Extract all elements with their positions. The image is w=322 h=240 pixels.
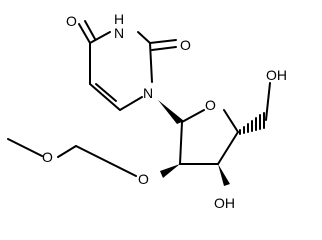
bond-c4-n3 bbox=[89, 31, 111, 44]
atom-o-carbonyl-2: O bbox=[180, 37, 191, 53]
atom-o-ether: O bbox=[138, 171, 149, 187]
bond-c6-c5 bbox=[89, 83, 121, 111]
atom-o-carbonyl-4: O bbox=[66, 13, 77, 29]
bond-c2-o2 bbox=[149, 39, 177, 44]
bond-o4prime-c4prime bbox=[223, 109, 239, 133]
bond-ch2-o bbox=[57, 145, 77, 158]
bond-n3-c2 bbox=[137, 31, 151, 44]
bond-n1-c1prime-wedge bbox=[158, 100, 184, 124]
bond-c4-o4-double bbox=[84, 20, 96, 40]
bond-o-ch2 bbox=[109, 162, 137, 177]
structure-diagram: O N H O N O OH O O OH bbox=[7, 11, 287, 211]
atom-o-methoxy: O bbox=[42, 149, 53, 165]
bond-c2-o2-double bbox=[151, 46, 177, 51]
bond-c5prime-oh bbox=[265, 82, 271, 121]
atom-n3: N bbox=[114, 25, 124, 41]
atom-o-hydroxyl-3: OH bbox=[214, 195, 235, 211]
bond-c6-c5-inner bbox=[95, 83, 117, 102]
bond-c2prime-c1prime bbox=[179, 121, 183, 165]
atom-n1: N bbox=[143, 85, 153, 101]
atom-h-n3: H bbox=[114, 11, 124, 27]
bond-c1prime-o4prime bbox=[181, 109, 205, 123]
bond-o-ch3 bbox=[7, 138, 43, 157]
bond-c2-n1 bbox=[149, 42, 153, 83]
bond-c3prime-oh-wedge bbox=[218, 164, 230, 186]
bond-c2prime-o-wedge bbox=[160, 164, 180, 178]
bond-c4prime-c3prime bbox=[217, 131, 239, 165]
bond-ch2-ch2 bbox=[75, 145, 111, 164]
bond-c4-o4 bbox=[78, 23, 91, 44]
molecule-drawing: O N H O N O OH O O OH bbox=[7, 11, 287, 211]
atom-o-ring: O bbox=[205, 97, 216, 113]
atom-o-hydroxymethyl: OH bbox=[266, 67, 287, 83]
bond-c4prime-c5prime-hash bbox=[239, 112, 265, 135]
bond-n1-c6 bbox=[119, 96, 143, 111]
